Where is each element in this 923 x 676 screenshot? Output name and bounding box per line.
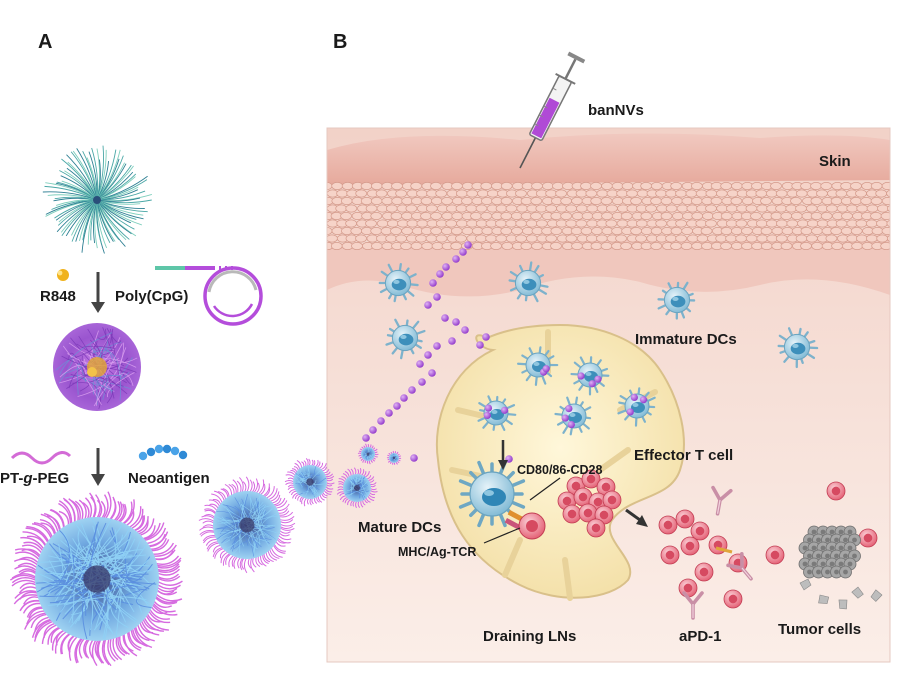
lymph-node: [436, 323, 685, 601]
immature-dcs-label: Immature DCs: [635, 331, 737, 348]
nanovaccine-particles: [362, 241, 513, 463]
cd80-leader-line: [529, 477, 561, 501]
skin-surface: [327, 133, 890, 185]
pt-g-peg-label-suffix: -PEG: [33, 470, 70, 487]
pt-g-peg-label-prefix: PT-: [0, 470, 23, 487]
mhc-ag-tcr-label: MHC/Ag-TCR: [398, 545, 476, 559]
r848-label: R848: [40, 288, 76, 305]
neoantigen-beads-icon: [138, 444, 188, 461]
effector-t-cells: [557, 469, 878, 609]
epidermis-cells: [327, 182, 890, 250]
migrating-nanovaccines: [198, 443, 402, 574]
effector-t-cell-label: Effector T cell: [634, 447, 733, 464]
immature-dcs: [378, 261, 819, 436]
syringe-icon: [519, 51, 586, 169]
pegylated-nanovaccine-icon: [9, 491, 183, 667]
cd80-cd28-label: CD80/86-CD28: [517, 463, 603, 477]
star-polymer-icon: [42, 145, 152, 254]
skin-label: Skin: [819, 153, 851, 170]
panel-b-letter: B: [333, 31, 347, 53]
polycpg-label: Poly(CpG): [115, 288, 188, 305]
tumor-cells-label: Tumor cells: [778, 621, 861, 638]
panel-b-frame: [326, 127, 891, 663]
bannvs-label: banNVs: [588, 102, 644, 119]
mature-dcs-label: Mature DCs: [358, 519, 441, 536]
mhc-leader-line: [483, 527, 521, 544]
panel-a-letter: A: [38, 31, 52, 53]
draining-lns-label: Draining LNs: [483, 628, 576, 645]
neoantigen-label: Neoantigen: [128, 470, 210, 487]
apd1-antibodies: [682, 485, 753, 620]
loaded-nanoparticle-icon: [53, 323, 141, 411]
maturation-arrow: [498, 440, 508, 470]
r848-drug-icon: [57, 269, 69, 281]
pt-g-peg-icon: [10, 451, 72, 465]
process-arrow-1: [91, 272, 105, 313]
mature-dc-icon: [458, 460, 546, 540]
pt-g-peg-label-g: g: [22, 470, 32, 487]
apd1-label: aPD-1: [679, 628, 722, 645]
polycpg-strand-icon: [155, 266, 263, 326]
t-cell-export-arrow: [625, 508, 648, 527]
tumor-cell-cluster: [798, 525, 883, 610]
svg-text:PT-g-PEG: PT-g-PEG: [0, 470, 69, 487]
process-arrow-2: [91, 448, 105, 486]
